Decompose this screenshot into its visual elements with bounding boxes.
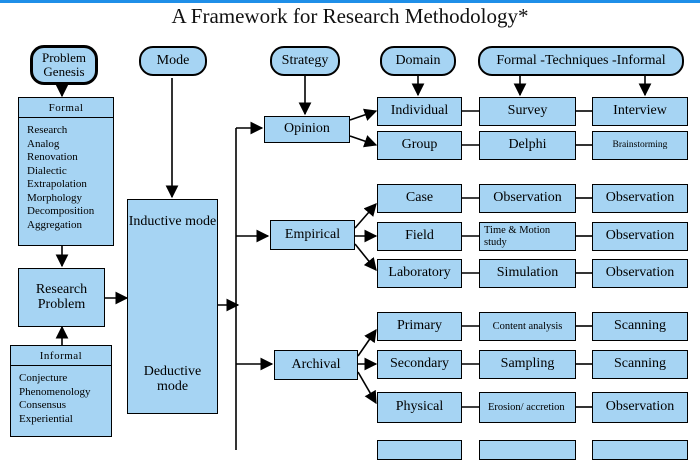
diagram-title: A Framework for Research Methodology* <box>171 4 529 28</box>
row-connectors <box>462 110 592 408</box>
formal-technique-content-analysis: Content analysis <box>479 312 576 341</box>
informal-technique-brainstorming: Brainstorming <box>592 131 688 160</box>
domain-primary: Primary <box>377 312 462 341</box>
formal-item: Renovation <box>27 151 78 163</box>
formal-technique-survey: Survey <box>479 97 576 126</box>
mode-header: Mode <box>139 46 207 76</box>
strategy-archival: Archival <box>274 350 358 380</box>
informal-heading: Informal <box>11 346 111 366</box>
domain-individual: Individual <box>377 97 462 126</box>
top-accent-bar <box>0 0 700 3</box>
informal-item: Phenomenology <box>19 385 91 398</box>
inductive-mode-label: Inductive mode <box>128 214 217 229</box>
domain-cut-off <box>377 440 462 460</box>
formal-heading: Formal <box>19 98 113 118</box>
informal-technique-scanning: Scanning <box>592 350 688 379</box>
formal-technique-cut-off <box>479 440 576 460</box>
formal-technique-erosion-accretion: Erosion/ accretion <box>479 392 576 423</box>
mode-box: Inductive mode Deductive mode <box>127 199 218 414</box>
informal-technique-scanning: Scanning <box>592 312 688 341</box>
domain-secondary: Secondary <box>377 350 462 379</box>
informal-technique-observation: Observation <box>592 392 688 423</box>
strategy-opinion: Opinion <box>264 116 350 143</box>
formal-item: Extrapolation <box>27 178 87 190</box>
formal-item: Dialectic <box>27 164 67 177</box>
strategy-empirical: Empirical <box>270 220 355 250</box>
formal-genesis-panel: Formal Research Analog Renovation Dialec… <box>18 97 114 246</box>
research-problem-box: Research Problem <box>18 268 105 327</box>
domain-physical: Physical <box>377 392 462 423</box>
domain-header: Domain <box>380 46 456 76</box>
domain-group: Group <box>377 131 462 160</box>
formal-item: Decomposition <box>27 205 95 217</box>
deductive-mode-label: Deductive mode <box>143 364 202 395</box>
formal-technique-delphi: Delphi <box>479 131 576 160</box>
domain-case: Case <box>377 184 462 213</box>
domain-field: Field <box>377 222 462 251</box>
formal-item: Aggregation <box>27 218 82 231</box>
formal-technique-time-motion: Time & Motion study <box>479 222 576 251</box>
formal-item: Research <box>27 124 68 136</box>
informal-technique-observation: Observation <box>592 184 688 213</box>
informal-technique-observation: Observation <box>592 222 688 251</box>
strategy-header: Strategy <box>270 46 340 76</box>
informal-technique-interview: Interview <box>592 97 688 126</box>
informal-item: Consensus <box>19 399 67 411</box>
formal-technique-simulation: Simulation <box>479 259 576 288</box>
formal-item: Morphology <box>27 191 82 204</box>
techniques-header: Formal -Techniques -Informal <box>478 46 684 76</box>
formal-technique-observation: Observation <box>479 184 576 213</box>
informal-item: Experiential <box>19 412 73 425</box>
informal-list: Conjecture Phenomenology Consensus Exper… <box>11 366 111 426</box>
informal-genesis-panel: Informal Conjecture Phenomenology Consen… <box>10 345 112 437</box>
informal-item: Conjecture <box>19 372 68 384</box>
problem-genesis-header: Problem Genesis <box>30 45 98 85</box>
formal-technique-sampling: Sampling <box>479 350 576 379</box>
domain-laboratory: Laboratory <box>377 259 462 288</box>
informal-technique-cut-off <box>592 440 688 460</box>
formal-list: Research Analog Renovation Dialectic Ext… <box>19 118 113 232</box>
informal-technique-observation: Observation <box>592 259 688 288</box>
formal-item: Analog <box>27 137 60 150</box>
